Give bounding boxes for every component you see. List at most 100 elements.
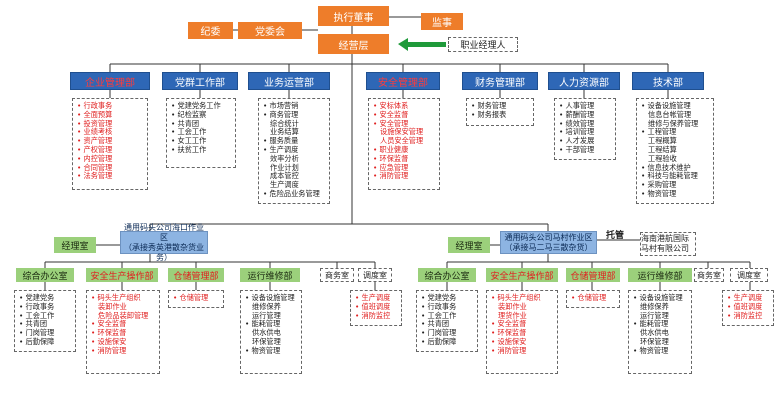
- dept-name-5: 人力资源部: [559, 77, 609, 89]
- list-item: • 全面预算: [77, 109, 113, 119]
- professional-manager-box: 职业经理人: [448, 37, 518, 52]
- zone1-list-2: • 仓储管理: [168, 290, 224, 308]
- list-item: 信息台帐管理: [648, 109, 692, 119]
- list-item: 危险品装卸管理: [98, 310, 149, 320]
- list-item: • 工会工作: [19, 310, 55, 320]
- dept-name-6: 技术部: [653, 77, 683, 89]
- zone2-list-3: • 设备设施管理维修保养运行管理• 能耗管理供水供电环保管理• 物资管理: [628, 290, 692, 374]
- discipline-committee-box: 纪委: [188, 22, 233, 39]
- list-item: • 后勤保障: [19, 336, 55, 346]
- list-item: • 物资管理: [633, 345, 669, 355]
- zone1-list-1: • 码头生产组织装卸作业危险品装卸管理• 安全监督• 环保监督• 设施保安• 消…: [86, 290, 160, 374]
- zone1-list-5: • 生产调度• 值班调度• 消防监控: [350, 290, 402, 326]
- zone1-unit-1-label: 安全生产操作部: [90, 271, 154, 282]
- list-item: 运行管理: [640, 310, 669, 320]
- list-item: • 培训管理: [559, 127, 595, 137]
- list-item: • 绩效管理: [559, 118, 595, 128]
- list-item: 维修保养: [640, 301, 669, 311]
- list-item: • 设备设施管理: [633, 293, 683, 302]
- list-item: • 人事管理: [559, 101, 595, 110]
- list-item: • 仓储管理: [173, 293, 209, 302]
- list-item: 理货作业: [498, 310, 527, 320]
- list-item: 运行管理: [252, 310, 281, 320]
- list-item: • 薪酬管理: [559, 109, 595, 119]
- professional-manager-label: 职业经理人: [460, 41, 506, 51]
- list-item: • 市场营销: [263, 101, 299, 110]
- zone2-unit-4-label: 商务室: [697, 270, 721, 280]
- list-item: 供水供电: [252, 328, 281, 338]
- list-item: 生产调度: [270, 180, 299, 190]
- list-item: • 值班调度: [355, 301, 391, 311]
- list-item: • 工会工作: [171, 127, 207, 137]
- list-item: • 行政事务: [421, 301, 457, 311]
- list-item: • 消防管理: [91, 345, 127, 355]
- list-item: • 设施保安: [491, 336, 527, 346]
- dept-box-2: 业务运营部: [248, 72, 330, 90]
- list-item: 效率分析: [270, 153, 299, 163]
- zone2-unit-0-label: 综合办公室: [424, 271, 470, 282]
- zone1-unit-0-label: 综合办公室: [22, 271, 68, 282]
- list-item: 环保管理: [252, 336, 281, 346]
- zone1-unit-3: 运行维修部: [240, 268, 300, 282]
- zone1-unit-2: 仓储管理部: [168, 268, 224, 282]
- list-item: • 物资管理: [641, 188, 677, 198]
- dept-list-0: • 行政事务• 全面预算• 投资管理• 业绩考核• 资产管理• 产权管理• 内控…: [72, 98, 148, 190]
- dept-list-6: • 设备设施管理信息台帐管理维修与保养管理• 工程管理工程概算工程结算工程验收•…: [636, 98, 714, 204]
- list-item: • 安全监督: [491, 319, 527, 329]
- list-item: 维修保养: [252, 301, 281, 311]
- list-item: • 设施保安: [91, 336, 127, 346]
- zone1-manager-label: 经理室: [61, 241, 89, 252]
- dept-box-0: 企业管理部: [70, 72, 150, 90]
- dept-list-5: • 人事管理• 薪酬管理• 绩效管理• 培训管理• 人才发展• 干部管理: [554, 98, 616, 160]
- dept-box-6: 技术部: [632, 72, 704, 90]
- list-item: • 安标体系: [373, 101, 409, 110]
- list-item: • 行政事务: [77, 101, 113, 110]
- list-item: • 资产管理: [77, 136, 113, 146]
- dept-box-1: 党群工作部: [162, 72, 238, 90]
- zone2-unit-1: 安全生产操作部: [486, 268, 558, 282]
- list-item: • 码头生产组织: [91, 293, 141, 302]
- list-item: • 党建党务: [19, 293, 55, 302]
- list-item: • 干部管理: [559, 144, 595, 154]
- supervisor-box: 监事: [421, 13, 463, 30]
- zone1-unit-1: 安全生产操作部: [86, 268, 158, 282]
- party-committee-label: 党委会: [255, 27, 285, 38]
- list-item: 维修与保养管理: [648, 118, 699, 128]
- zone2-unit-2-label: 仓储管理部: [570, 271, 616, 282]
- list-item: • 能耗管理: [245, 319, 281, 329]
- list-item: • 消防管理: [373, 171, 409, 181]
- zone2-list-0: • 党建党务• 行政事务• 工会工作• 共青团• 门岗管理• 后勤保障: [416, 290, 478, 352]
- list-item: • 消防监控: [355, 310, 391, 320]
- list-item: 设施保安管理: [380, 127, 424, 137]
- list-item: • 设备设施管理: [641, 101, 691, 110]
- list-item: • 工程管理: [641, 127, 677, 137]
- list-item: • 生产调度: [355, 293, 391, 302]
- list-item: • 人才发展: [559, 136, 595, 146]
- zone2-list-1: • 码头生产组织装卸作业理货作业• 安全监督• 环保监督• 设施保安• 消防管理: [486, 290, 558, 374]
- zone2-list-5: • 生产调度• 值班调度• 消防监控: [722, 290, 774, 326]
- zone1-header: 通用码头公司海口作业区 （承接秀英港散杂货业务）: [120, 223, 208, 262]
- list-item: • 行政事务: [19, 301, 55, 311]
- zone2-unit-4: 商务室: [694, 268, 724, 282]
- executive-director-box: 执行董事: [318, 6, 389, 26]
- dept-name-0: 企业管理部: [85, 77, 135, 89]
- zone2-manager-label: 经理室: [455, 241, 483, 252]
- zone1-unit-4-label: 商务室: [325, 270, 349, 280]
- zone1-unit-0: 综合办公室: [16, 268, 74, 282]
- zone2-unit-3-label: 运行维修部: [637, 271, 683, 282]
- list-item: • 职业健康: [373, 144, 409, 154]
- list-item: • 物资管理: [245, 345, 281, 355]
- list-item: • 生产调度: [727, 293, 763, 302]
- list-item: • 产权管理: [77, 144, 113, 154]
- list-item: • 采购管理: [641, 180, 677, 190]
- list-item: 业务结算: [270, 127, 299, 137]
- list-item: 工程结算: [648, 144, 677, 154]
- list-item: • 能耗管理: [633, 319, 669, 329]
- list-item: • 危险品业务管理: [263, 188, 320, 198]
- list-item: • 内控管理: [77, 153, 113, 163]
- dept-list-1: • 党建党务工作• 纪检监察• 共青团• 工会工作• 女工工作• 扶贫工作: [166, 98, 236, 168]
- dept-name-3: 安全管理部: [378, 77, 428, 89]
- list-item: • 安全监督: [373, 109, 409, 119]
- list-item: • 安全监督: [91, 319, 127, 329]
